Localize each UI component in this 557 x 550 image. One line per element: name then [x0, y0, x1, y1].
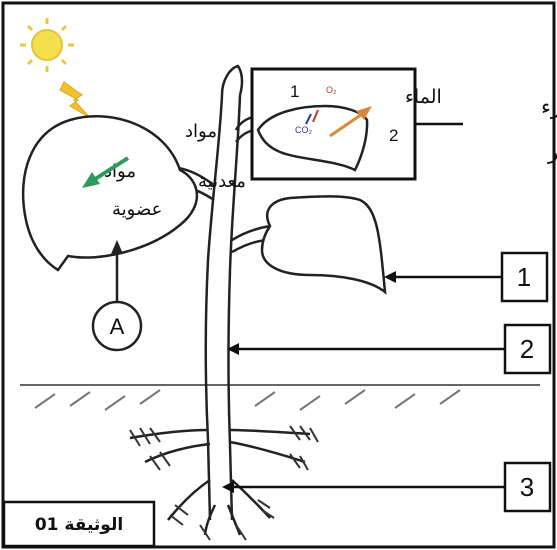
- co2-arrow: [305, 113, 312, 125]
- inset-co2-label: CO₂: [295, 125, 313, 135]
- organic-matter-line2: عضوية: [112, 199, 162, 220]
- sun-icon: [20, 18, 74, 72]
- label-1-text: 1: [517, 262, 531, 292]
- plant-stem: [204, 94, 242, 521]
- label-3-box: [503, 461, 552, 513]
- o2-arrow: [312, 109, 319, 123]
- inset-leaf: [256, 104, 369, 172]
- marker-a-label: A: [110, 314, 125, 339]
- document-label-box: [2, 500, 156, 548]
- plant-roots: [129, 428, 311, 536]
- root-hairs: [129, 425, 319, 541]
- framed-part-label-line1: الجزء: [541, 95, 557, 119]
- inset-label-2: 2: [389, 126, 398, 145]
- leaf-right-middle: [260, 195, 387, 295]
- label-2-pointer: [227, 343, 505, 355]
- label-2-text: 2: [520, 334, 534, 364]
- ground-hatching: [34, 389, 461, 411]
- conversion-arrow: [82, 156, 130, 188]
- inset-o2-label: O₂: [326, 85, 337, 95]
- water-arrow: [329, 106, 372, 138]
- plant-apex: [220, 64, 244, 96]
- mineral-matter-line2: معدنية: [198, 171, 246, 192]
- label-3-text: 3: [520, 472, 534, 502]
- label-3-pointer: [222, 481, 505, 493]
- label-1-pointer: [384, 271, 502, 283]
- leaf-left: [21, 115, 199, 272]
- mineral-matter-line1: مواد: [185, 121, 217, 142]
- inset-label-1: 1: [290, 82, 299, 101]
- label-1-box: [500, 251, 549, 303]
- label-2-box: [503, 323, 552, 375]
- light-energy-icon: [59, 81, 91, 119]
- framed-part-label-line2: المؤطر: [547, 140, 557, 164]
- marker-a-arrow: [111, 240, 123, 302]
- inset-water-label: الماء: [405, 86, 442, 108]
- document-label: الوثيقة 01: [35, 515, 123, 535]
